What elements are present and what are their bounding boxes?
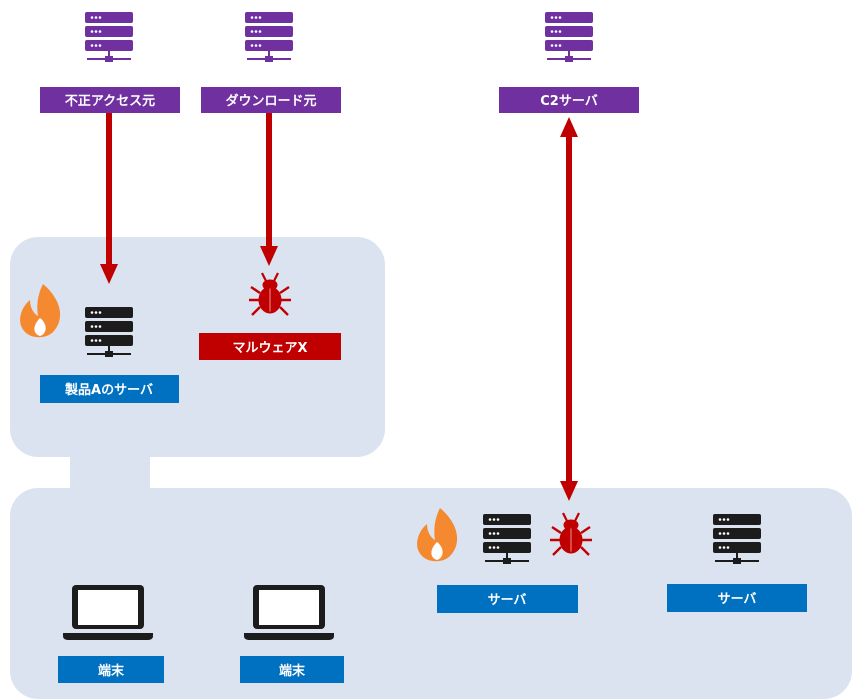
c2-server-label-box [499,87,639,113]
server-label-box [667,584,807,612]
terminal-2-label: 端末 [279,663,306,679]
arrow-download [260,110,278,266]
unauthorized-access-label: 不正アクセス元 [65,94,155,109]
c2-server-label: C2サーバ [540,94,597,109]
arrow-unauthorized-access [100,110,118,284]
infected-server-label: サーバ [488,593,527,608]
server-icon [545,12,593,62]
terminal-2-label-box [240,656,344,683]
product-a-server-label: 製品Aのサーバ [64,382,153,398]
product-a-server-label-box [40,375,179,403]
terminal-1-label-box [58,656,164,683]
infected-server-label-box [437,585,578,613]
zone-connector [70,450,150,494]
server-icon [85,12,133,62]
arrow-c2-bidirectional [560,117,578,501]
server-icon [245,12,293,62]
download-source-label: ダウンロード元 [225,93,316,109]
terminal-1-label: 端末 [98,663,125,679]
internal-network-zone [10,488,852,699]
malware-x-label: マルウェアX [232,341,307,356]
malware-x-label-box [199,333,341,360]
server-label: サーバ [718,592,757,607]
download-source-label-box [201,87,341,113]
unauthorized-access-label-box [40,87,180,113]
